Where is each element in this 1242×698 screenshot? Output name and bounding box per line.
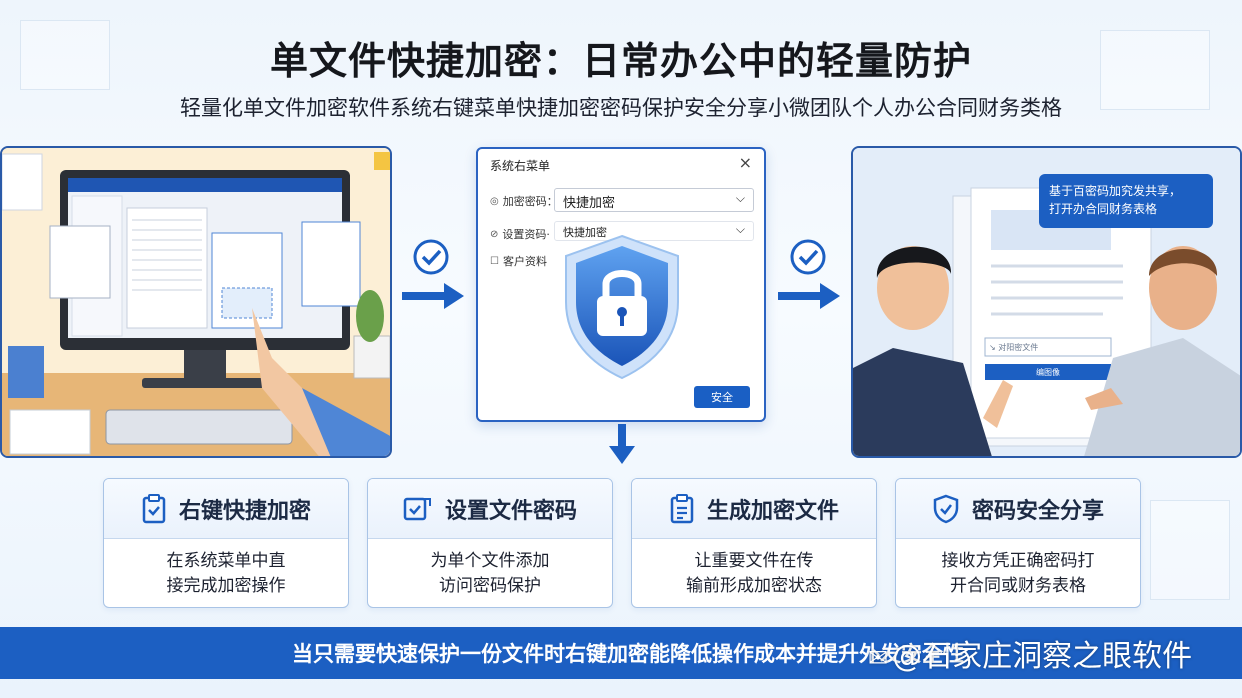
close-icon[interactable]: × [738,153,752,172]
card-header: 生成加密文件 [632,479,876,539]
sharing-illustration-panel: 基于百密码加究发共享， 打开办合同财务表格 ↘ 对阳密文件 编图像 [851,146,1242,458]
background-decoration [1150,500,1230,600]
speech-bubble-line: 打开办合同财务表格 [1049,202,1158,216]
clipboard-icon [142,493,166,523]
page-subtitle: 轻量化单文件加密软件系统右键菜单快捷加密密码保护安全分享小微团队个人办公合同财务… [180,96,1062,120]
dialog-row-setting: ⊘ 设置资码· [490,226,550,242]
dialog-row-label: 加密密码： [502,195,558,208]
feature-card-generate-file: 生成加密文件 让重要文件在传 输前形成加密状态 [631,478,877,608]
key-icon: ◎ [490,195,499,207]
edit-check-icon [403,497,431,520]
background-decoration [1100,30,1210,110]
dialog-row-label: 设置资码· [502,228,550,241]
background-decoration [20,20,110,90]
chevron-down-icon: ⌵ [735,191,745,205]
check-circle-icon [413,239,449,275]
card-description: 在系统菜单中直 接完成加密操作 [104,539,348,599]
arrow-right-icon [778,283,840,309]
password-select-value: 快捷加密 [563,196,616,211]
feature-card-set-password: 设置文件密码 为单个文件添加 访问密码保护 [367,478,613,608]
feature-card-secure-share: 密码安全分享 接收方凭正确密码打 开合同或财务表格 [895,478,1141,608]
card-description-line: 开合同或财务表格 [950,576,1086,596]
card-description-line: 在系统菜单中直 [166,551,286,571]
card-title: 设置文件密码 [444,498,577,524]
dialog-row-password: ◎ 加密密码： [490,193,558,209]
card-description-line: 接完成加密操作 [166,576,286,596]
watermark-logo-icon: ✉ [868,643,889,672]
office-illustration-panel [0,146,392,458]
document-input-text: ↘ 对阳密文件 [989,343,1039,352]
card-description: 为单个文件添加 访问密码保护 [368,539,612,599]
speech-bubble: 基于百密码加究发共享， 打开办合同财务表格 [1039,174,1213,228]
arrow-right-icon [402,283,464,309]
page-title: 单文件快捷加密：日常办公中的轻量防护 [269,39,972,83]
chevron-down-icon: ⌵ [735,222,745,236]
card-title: 生成加密文件 [706,498,839,524]
card-description-line: 让重要文件在传 [694,551,814,571]
feature-card-right-click: 右键快捷加密 在系统菜单中直 接完成加密操作 [103,478,349,608]
setting-select[interactable]: 快捷加密 ⌵ [554,221,754,241]
dialog-title: 系统右菜单 [490,159,551,173]
card-header: 密码安全分享 [896,479,1140,539]
check-circle-icon [790,239,826,275]
bottom-banner: 当只需要快速保护一份文件时右键加密能降低操作成本并提升外发安全性 ✉@石家庄洞察… [0,627,1242,679]
secure-button[interactable]: 安全 [694,386,750,408]
document-list-icon [670,493,694,523]
card-description: 让重要文件在传 输前形成加密状态 [632,539,876,599]
card-description-line: 为单个文件添加 [430,551,550,571]
checkbox-icon[interactable]: ☐ [490,255,499,267]
card-header: 右键快捷加密 [104,479,348,539]
dialog-row-customer[interactable]: ☐ 客户资料 [490,253,547,269]
card-description: 接收方凭正确密码打 开合同或财务表格 [896,539,1140,599]
shield-check-icon [933,494,959,523]
check-icon: ⊘ [490,228,499,240]
card-description-line: 访问密码保护 [439,576,541,596]
card-title: 密码安全分享 [971,498,1104,524]
setting-select-value: 快捷加密 [563,226,607,239]
card-description-line: 接收方凭正确密码打 [941,551,1095,571]
card-header: 设置文件密码 [368,479,612,539]
watermark: ✉@石家庄洞察之眼软件 [868,631,1192,675]
watermark-text: @石家庄洞察之眼软件 [892,639,1193,674]
speech-bubble-line: 基于百密码加究发共享， [1049,184,1182,198]
desk-illustration [2,148,390,456]
shield-lock-icon [565,234,679,380]
banner-text: 当只需要快速保护一份文件时右键加密能降低操作成本并提升外发安全性 [292,642,964,666]
document-button: 编图像 [1036,368,1060,377]
arrow-down-icon [609,424,635,464]
dialog-row-label: 客户资料 [502,255,547,268]
card-description-line: 输前形成加密状态 [686,576,822,596]
card-title: 右键快捷加密 [178,498,311,524]
password-select[interactable]: 快捷加密 ⌵ [554,188,754,212]
